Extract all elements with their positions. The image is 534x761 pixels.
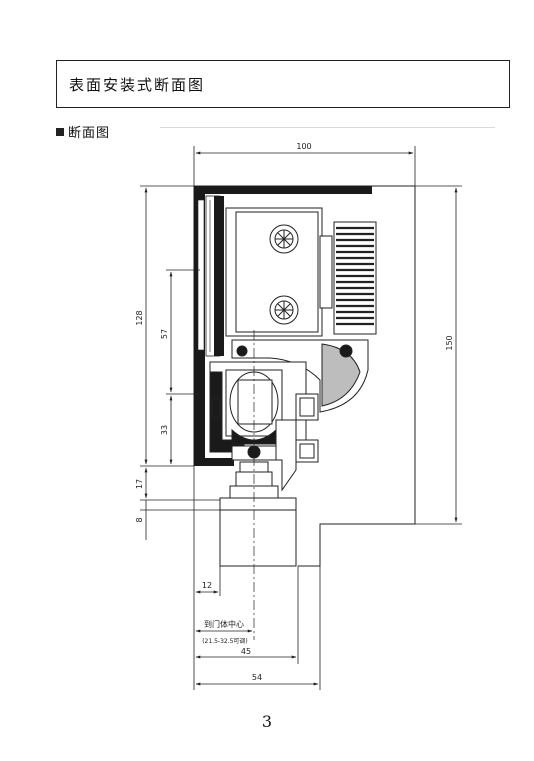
section-heading-label: 断面图	[68, 126, 111, 141]
label-adjust-range: (21.5-32.5可调)	[202, 637, 248, 645]
bullet-square-icon	[56, 127, 64, 136]
dim-label-150: 150	[445, 335, 454, 350]
page-title: 表面安装式断面图	[69, 75, 206, 94]
belt-bracket	[231, 339, 369, 413]
page-title-box: 表面安装式断面图	[56, 60, 510, 108]
dimension-top	[193, 146, 416, 190]
screw-icon	[269, 224, 299, 254]
heading-rule	[160, 127, 495, 128]
dim-label-8: 8	[135, 517, 144, 522]
aluminium-frame	[194, 186, 372, 466]
dimension-left	[140, 185, 220, 540]
section-heading: 断面图	[56, 122, 110, 141]
dimension-right	[415, 185, 462, 525]
dim-label-17: 17	[135, 479, 144, 489]
screw-icon	[269, 295, 299, 325]
dim-label-12: 12	[202, 581, 212, 590]
page-number: 3	[261, 712, 273, 731]
label-door-center: 到门体中心	[204, 619, 244, 629]
dim-label-57: 57	[160, 329, 169, 339]
trolley-assembly	[209, 361, 319, 492]
dimension-bottom	[193, 466, 321, 690]
pulley	[333, 221, 377, 335]
dim-label-45: 45	[241, 647, 251, 656]
dim-label-100: 100	[296, 142, 311, 151]
door-clamp	[219, 461, 297, 567]
dim-label-54: 54	[252, 673, 262, 682]
dim-label-33: 33	[160, 425, 169, 435]
dim-label-128: 128	[135, 310, 144, 325]
